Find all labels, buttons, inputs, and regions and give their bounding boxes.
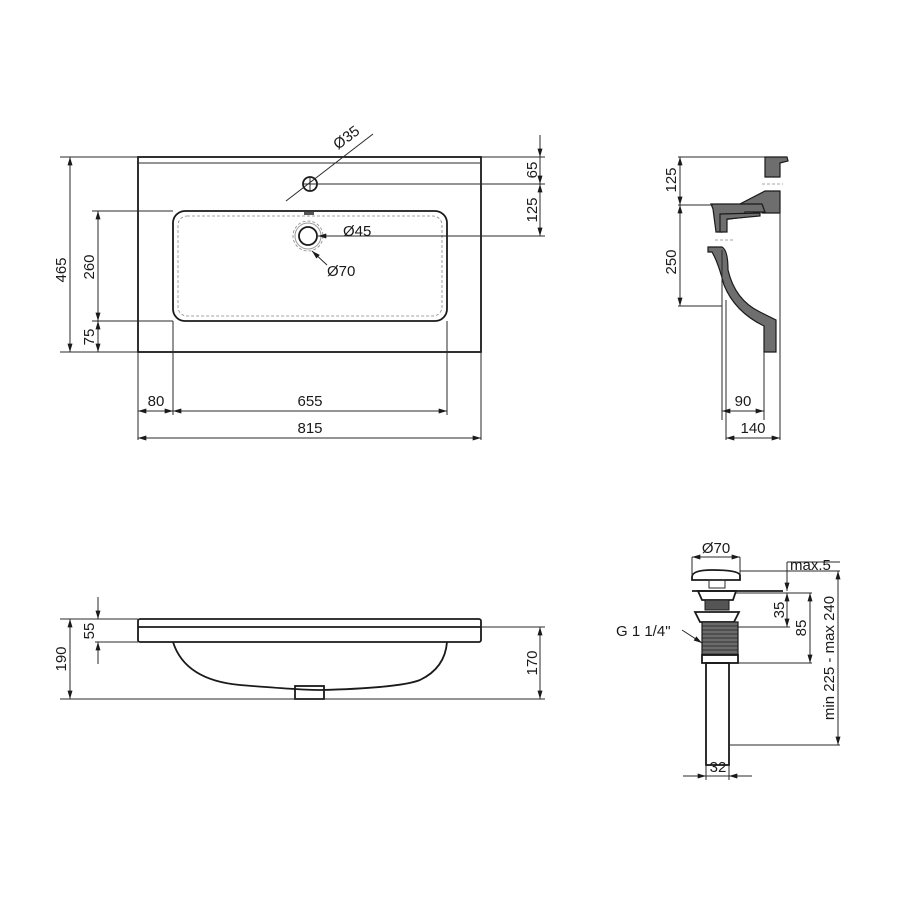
label-32: 32	[710, 759, 727, 776]
valve-pipe	[705, 662, 730, 766]
label-dia35: Ø35	[330, 123, 363, 154]
label-55: 55	[81, 623, 98, 640]
dim-drain-dia: Ø45	[318, 223, 371, 240]
dim-front-margin: 75	[81, 321, 101, 352]
label-thread-spec: G 1 1/4"	[616, 623, 671, 640]
front-bowl-curve	[172, 641, 448, 691]
side-section: 125 250 90 140	[663, 156, 789, 441]
dim-front-overall: 190	[53, 618, 73, 700]
label-65: 65	[524, 162, 541, 179]
valve-cap	[691, 569, 741, 581]
label-side-140: 140	[740, 420, 765, 437]
section-bowl	[707, 246, 777, 353]
label-80: 80	[148, 393, 165, 410]
label-75: 75	[81, 329, 98, 346]
dim-valve-flange: 35	[771, 592, 790, 628]
front-view: 55 190 170	[53, 597, 545, 700]
label-dia45: Ø45	[343, 223, 371, 240]
dim-front-bowl: 170	[524, 626, 543, 700]
top-view: 465 260 75 65 125 80 65	[53, 123, 545, 441]
dim-side-bowl: 250	[663, 204, 683, 306]
dim-front-rim: 55	[81, 597, 101, 664]
dim-valve-cap: Ø70	[691, 540, 741, 575]
dim-tap-to-drain: 125	[524, 183, 543, 237]
section-rim-back	[764, 156, 789, 178]
label-465: 465	[53, 257, 70, 282]
label-side-125: 125	[663, 167, 680, 192]
overflow-slot	[304, 212, 314, 215]
label-side-90: 90	[735, 393, 752, 410]
basin-outline	[137, 156, 482, 353]
front-drain-outlet	[294, 685, 325, 700]
label-max5: max.5	[790, 557, 831, 574]
dim-side-inner: 90	[721, 393, 765, 414]
bowl-inner-dashed	[177, 215, 443, 317]
valve-thread	[701, 621, 739, 656]
label-170: 170	[524, 650, 541, 675]
label-valve-dia70: Ø70	[702, 540, 730, 557]
label-dia70: Ø70	[327, 263, 355, 280]
label-35: 35	[771, 602, 788, 619]
dim-side-overall: 140	[725, 420, 781, 441]
dim-bowl-depth: 260	[81, 210, 101, 321]
front-rim	[137, 618, 482, 643]
dim-valve-pipe: 32	[683, 759, 752, 779]
dim-drain-outer-dia: Ø70	[311, 250, 355, 280]
dim-overall-width: 815	[137, 420, 481, 441]
dim-bowl-width: 655	[172, 393, 447, 414]
label-total-length: min 225 - max 240	[821, 596, 838, 720]
drain-valve: Ø70 max.5 35 85 min 225 - max 240 32 G 1	[616, 540, 841, 780]
label-190: 190	[53, 646, 70, 671]
label-side-250: 250	[663, 249, 680, 274]
label-815: 815	[297, 420, 322, 437]
bowl-outline	[172, 210, 448, 322]
label-655: 655	[297, 393, 322, 410]
dim-left-margin: 80	[137, 393, 174, 414]
dim-tap-hole-dia: Ø35	[285, 123, 374, 202]
dim-valve-gap: max.5	[784, 557, 840, 592]
label-260: 260	[81, 254, 98, 279]
label-85: 85	[793, 620, 810, 637]
dim-valve-total: min 225 - max 240	[821, 570, 841, 746]
dim-tap-offset: 65	[524, 135, 543, 185]
dim-side-top: 125	[663, 156, 683, 206]
dim-overall-depth: 465	[53, 156, 73, 352]
dim-valve-thread: 85	[793, 592, 813, 664]
label-125: 125	[524, 197, 541, 222]
dim-valve-thread-spec: G 1 1/4"	[616, 623, 703, 644]
